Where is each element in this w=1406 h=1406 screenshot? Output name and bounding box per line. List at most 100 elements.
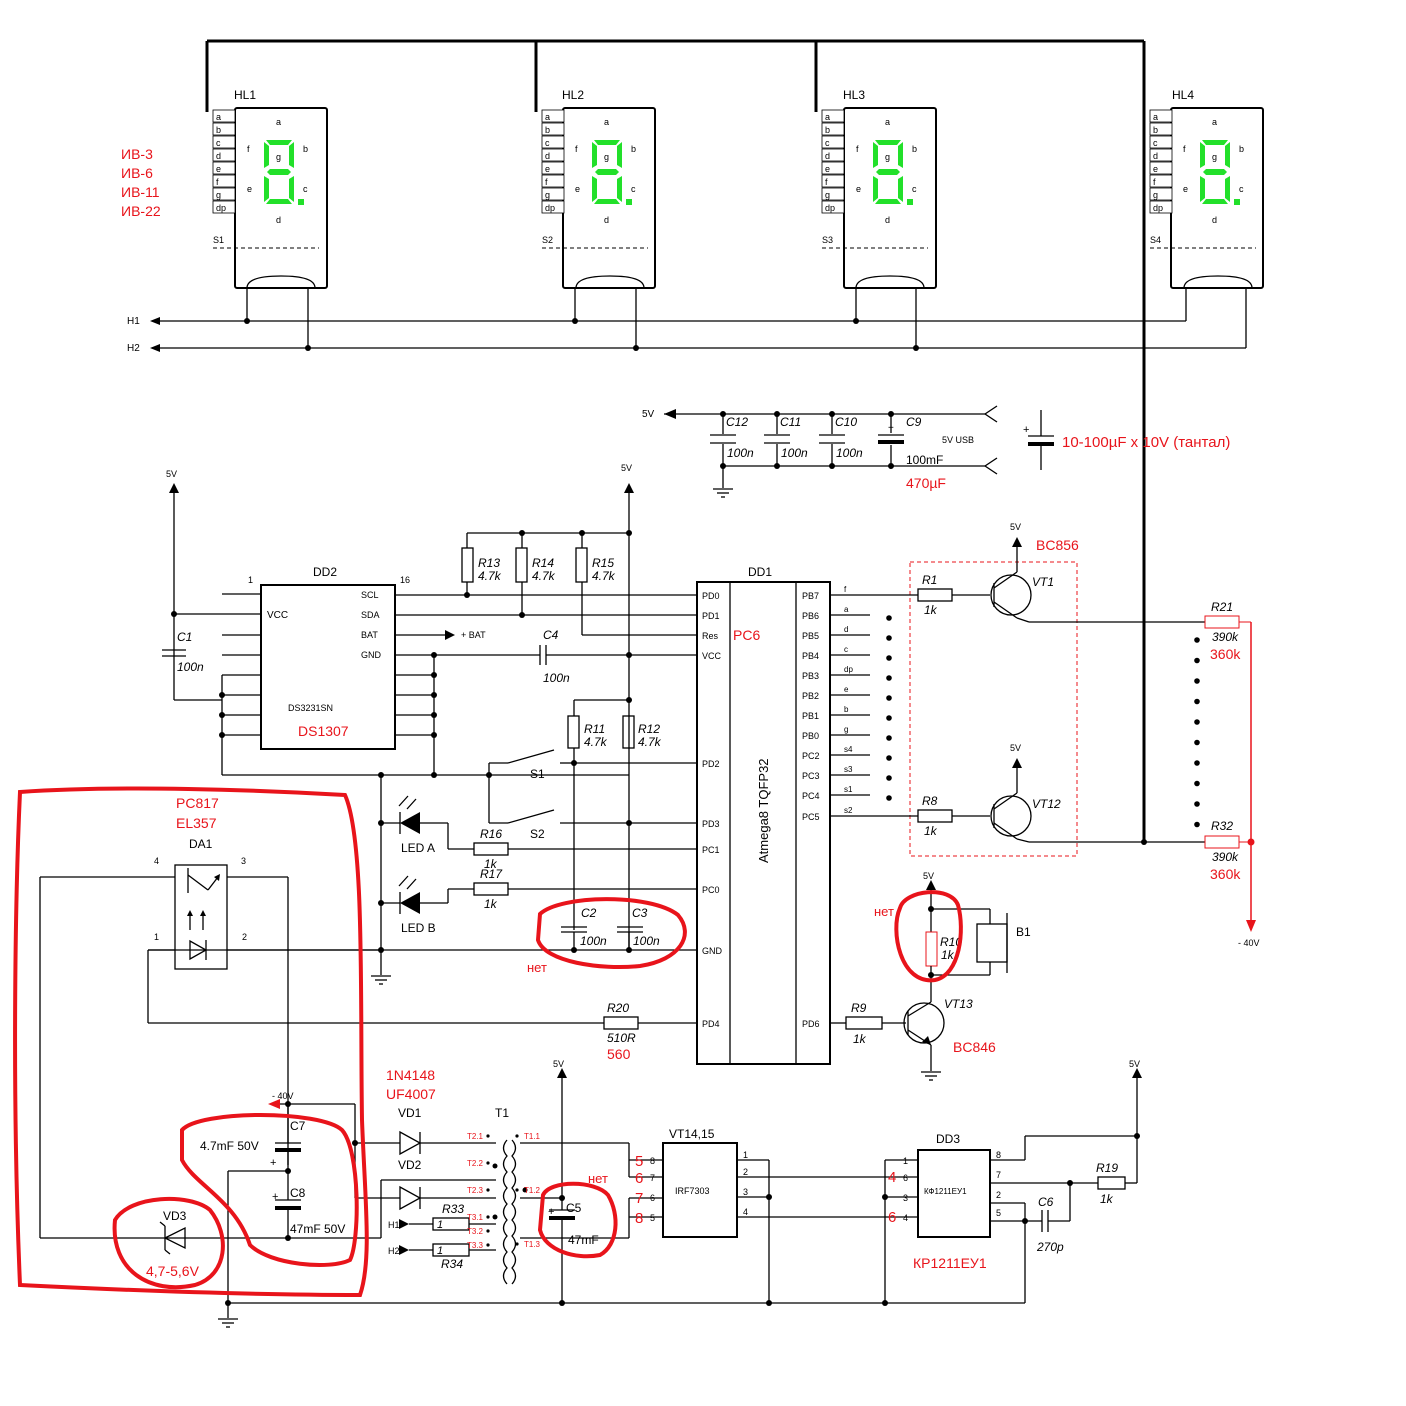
c3-label: C3 [632, 906, 648, 920]
r21-value: 390k [1212, 630, 1239, 644]
opto-pin1: 1 [154, 932, 159, 942]
display-pin-label: g [825, 190, 830, 200]
led-b-label: LED B [401, 921, 436, 935]
segment-label: c [912, 184, 917, 194]
segment-label: g [885, 152, 890, 162]
display-pin [821, 122, 845, 136]
s4-pin: S4 [1150, 235, 1161, 245]
pullup-label: R12 [638, 722, 660, 736]
display-pin-label: c [216, 138, 221, 148]
dd1-right-pin: PB7 [802, 591, 819, 601]
vd1-label: VD1 [398, 1106, 422, 1120]
vt14-pin: 1 [743, 1150, 748, 1160]
svg-text:+: + [888, 423, 894, 434]
display-pin [821, 161, 845, 175]
c5-value: 47mF [568, 1233, 599, 1247]
dd3-pin: 4 [903, 1213, 908, 1223]
c12-value: 100n [727, 446, 754, 460]
r1-value: 1k [924, 603, 938, 617]
display-pin-label: a [1153, 112, 1158, 122]
hl2-label: HL2 [562, 88, 584, 102]
display-pin-label: a [545, 112, 550, 122]
s2-label: S2 [530, 827, 545, 841]
display-pin-label: f [1153, 177, 1156, 187]
r8-label: R8 [922, 794, 938, 808]
dd3-pin: 5 [996, 1208, 1001, 1218]
display-pin [541, 148, 565, 162]
display-pin-label: e [825, 164, 830, 174]
c7-label: C7 [290, 1119, 306, 1133]
dd1-mcu [696, 581, 831, 1065]
r16-value: 1k [484, 857, 498, 871]
segment-label: e [856, 184, 861, 194]
opto-type-1: PC817 [176, 795, 219, 811]
dd1-right-pin: PB4 [802, 651, 819, 661]
tube-type-4: ИВ-22 [121, 203, 161, 219]
dd1-left-pin: PD0 [702, 591, 720, 601]
display-pin-label: f [825, 177, 828, 187]
display-pin [212, 109, 236, 123]
segment-label: b [631, 144, 636, 154]
c3-value: 100n [633, 934, 660, 948]
dd3-chip: КФ1211ЕУ1 [924, 1187, 967, 1196]
r17-label: R17 [480, 867, 503, 881]
display-pin [1149, 161, 1173, 175]
vt14-label: VT14,15 [669, 1127, 715, 1141]
display-pin [1149, 122, 1173, 136]
dd1-chip: Atmega8 TQFP32 [756, 758, 771, 863]
pullup-label: R14 [532, 556, 554, 570]
vd3-label: VD3 [163, 1209, 187, 1223]
segment-label: d [885, 215, 890, 225]
transformer-pin-label: T2.1 [467, 1132, 484, 1141]
bat-label: + BAT [461, 630, 486, 640]
vt14-pin: 3 [743, 1187, 748, 1197]
vt13-type: BC846 [953, 1039, 996, 1055]
hl3-label: HL3 [843, 88, 865, 102]
tantalum-note: 10-100µF x 10V (тантал) [1062, 434, 1230, 451]
dd2-gnd: GND [361, 650, 382, 660]
filament-lines [150, 288, 1247, 352]
display-pin [541, 200, 565, 214]
b1-label: B1 [1016, 925, 1031, 939]
pullup-value: 4.7k [638, 735, 662, 749]
dd3-pin: 6 [903, 1173, 908, 1183]
pullup-value: 4.7k [584, 735, 608, 749]
display-pin-label: d [216, 151, 221, 161]
vt1-type: BC856 [1036, 537, 1079, 553]
optocoupler [39, 864, 381, 1238]
display-pin-label: dp [545, 203, 555, 213]
segment-label: a [276, 117, 281, 127]
hl4-label: HL4 [1172, 88, 1194, 102]
c8-value: 47mF 50V [290, 1222, 345, 1236]
segment-label: b [1239, 144, 1244, 154]
segment-label: e [575, 184, 580, 194]
pullups-wiring [148, 483, 697, 1030]
c5-note: нет [588, 1171, 608, 1186]
dd1-net-label: s2 [844, 806, 853, 815]
display-pin-label: dp [216, 203, 226, 213]
vd3-value: 4,7-5,6V [146, 1263, 200, 1279]
r34-label: R34 [441, 1257, 463, 1271]
vt14-red-pin: 6 [635, 1170, 643, 1187]
opto-pin4: 4 [154, 856, 159, 866]
hl1-label: HL1 [234, 88, 256, 102]
display-pin [821, 148, 845, 162]
display-pin-label: a [216, 112, 221, 122]
display-pin-label: e [216, 164, 221, 174]
segment-label: g [604, 152, 609, 162]
dd2-rtc [162, 483, 697, 778]
dd3-pin: 8 [996, 1150, 1001, 1160]
display-pin-label: d [1153, 151, 1158, 161]
c4-value: 100n [543, 671, 570, 685]
segment-label: f [575, 144, 578, 154]
dd1-left-pin: PD1 [702, 611, 720, 621]
dd1-left-pin: PC0 [702, 885, 720, 895]
dd2-alt-chip: DS1307 [298, 723, 349, 739]
dd1-right-pin: PB6 [802, 611, 819, 621]
c7-plus: + [270, 1157, 276, 1169]
segment-label: f [856, 144, 859, 154]
hv-neg40: - 40V [272, 1091, 294, 1101]
r33-label: R33 [442, 1202, 464, 1216]
s1-label: S1 [530, 767, 545, 781]
display-pin [541, 161, 565, 175]
